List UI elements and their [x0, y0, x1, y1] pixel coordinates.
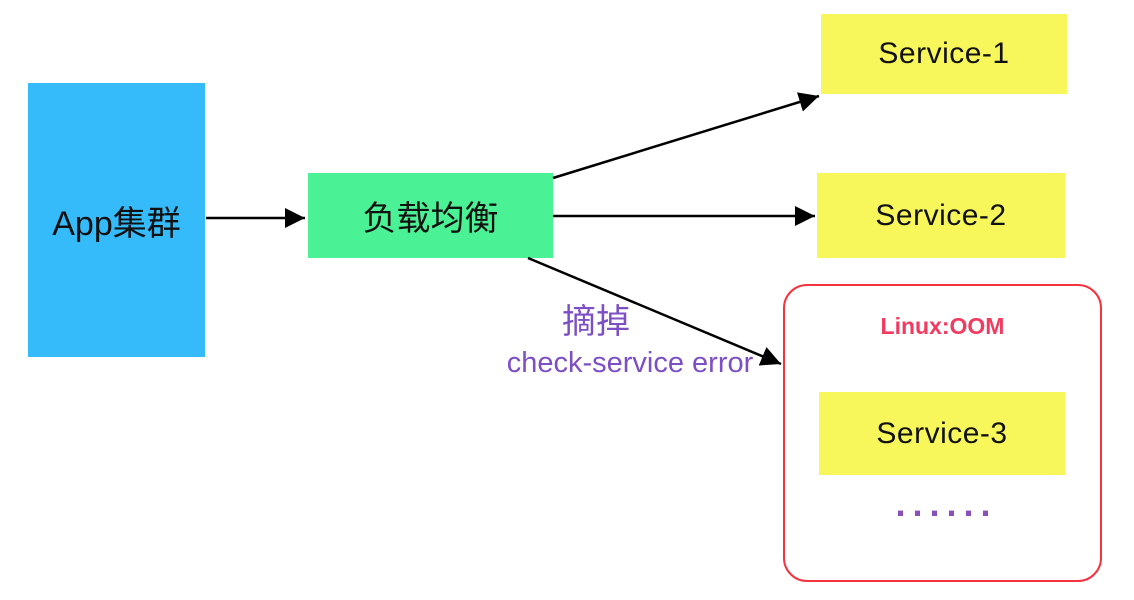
load-balancer-label: 负载均衡 [362, 200, 499, 238]
service-3-label: Service-3 [876, 416, 1008, 450]
oom-group-container: Linux:OOM Service-3 ...... [783, 284, 1102, 582]
edge-annotation-line2: check-service error [506, 347, 754, 379]
arrow-lb-to-service-1 [552, 92, 820, 180]
service-1-label: Service-1 [878, 37, 1010, 70]
service-2-node: Service-2 [817, 173, 1065, 258]
service-3-node: Service-3 [819, 392, 1065, 475]
oom-group-ellipsis: ...... [895, 483, 998, 524]
app-cluster-label: App集群 [52, 204, 181, 243]
app-cluster-node: App集群 [28, 83, 205, 357]
service-2-label: Service-2 [875, 198, 1007, 232]
edge-annotation: 摘掉 check-service error [440, 301, 820, 381]
oom-group-title: Linux:OOM [880, 313, 1005, 339]
load-balancer-node: 负载均衡 [308, 173, 553, 258]
service-1-node: Service-1 [821, 14, 1067, 94]
edge-annotation-line1: 摘掉 [562, 303, 630, 341]
